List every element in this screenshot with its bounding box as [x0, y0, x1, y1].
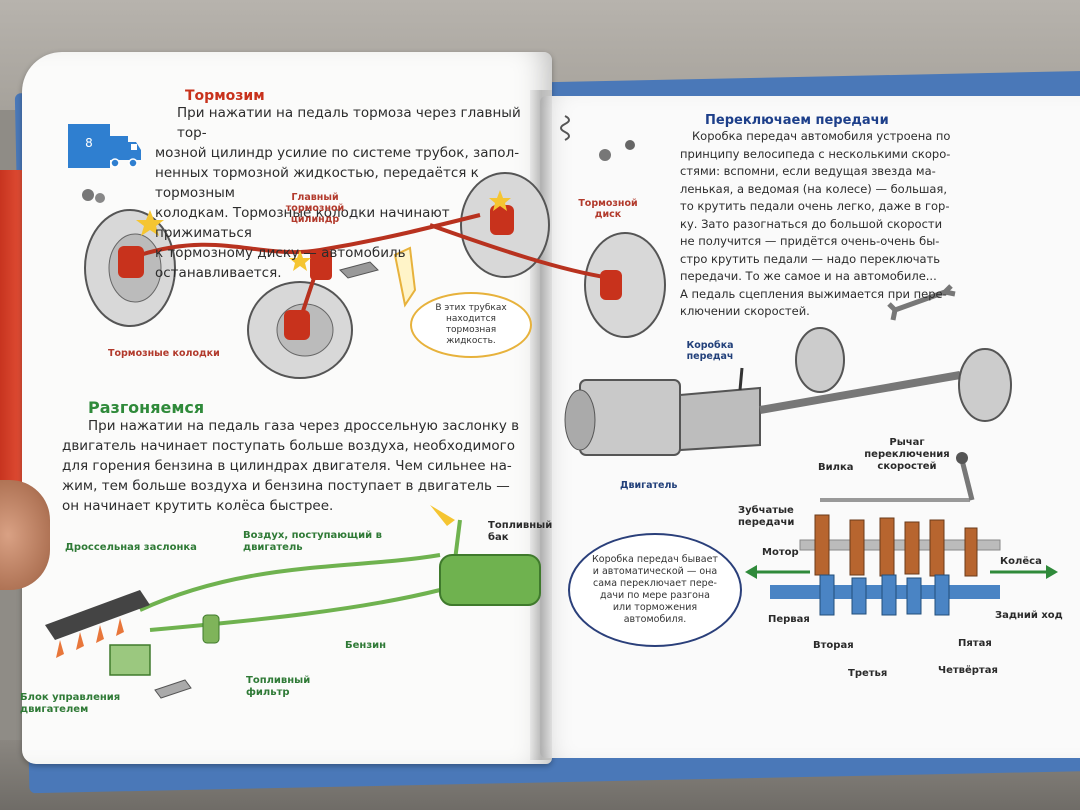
label-fuel-filter: Топливный фильтр — [246, 675, 311, 698]
gears-line: передачи. То же самое и на автомобиле... — [680, 269, 937, 283]
pressure-star-2 — [289, 250, 311, 271]
brake-caliper-fr — [490, 205, 514, 235]
label-gearbox: Коробка передач — [686, 340, 734, 362]
braking-heading: Тормозим — [185, 88, 265, 104]
gears-line: ленькая, а ведомая (на колесе) — большая… — [680, 181, 947, 196]
gears-line: А педаль сцепления выжимается при пере- — [680, 286, 947, 301]
accelerating-line: он начинает крутить колёса быстрее. — [62, 498, 334, 514]
label-engine: Двигатель — [620, 480, 678, 491]
air-intake-arrow — [430, 505, 455, 526]
braking-paragraph: При нажатии на педаль тормоза через глав… — [155, 103, 535, 283]
injector-flames — [56, 618, 124, 658]
label-gear-second: Вторая — [813, 640, 854, 651]
label-air-intake: Воздух, поступающий в двигатель — [243, 530, 382, 553]
brake-caliper-rl — [284, 310, 310, 340]
label-motor: Мотор — [762, 547, 799, 558]
accelerating-line: При нажатии на педаль газа через дроссел… — [88, 418, 520, 434]
intake-manifold — [45, 590, 150, 640]
accelerating-paragraph: При нажатии на педаль газа через дроссел… — [62, 416, 542, 516]
label-brake-disc: Тормозной диск — [578, 198, 638, 220]
accelerating-line: для горения бензина в цилиндрах двигател… — [62, 458, 512, 474]
pressure-star-3 — [489, 190, 511, 211]
fuel-filter — [202, 614, 220, 644]
drivetrain-illustration — [564, 327, 1012, 456]
layshaft — [799, 539, 1001, 551]
arrow-right-icon — [990, 565, 1058, 579]
label-brake-pads: Тормозные колодки — [108, 348, 220, 359]
label-throttle: Дроссельная заслонка — [65, 542, 197, 553]
label-petrol: Бензин — [345, 640, 387, 651]
label-master-cylinder: Главный тормозной цилиндр — [285, 192, 345, 225]
gear-stack-bottom — [819, 574, 950, 616]
gears-line: ключении скоростей. — [680, 304, 810, 318]
braking-line: мозной цилиндр усилие по системе трубок,… — [155, 145, 520, 161]
shift-lever — [959, 459, 975, 501]
braking-line: колодкам. Тормозные колодки начинают при… — [155, 205, 450, 241]
label-wheels: Колёса — [1000, 556, 1042, 567]
fuel-system-illustration — [45, 505, 541, 699]
accelerating-line: жим, тем больше воздуха и бензина поступ… — [62, 478, 510, 494]
accelerating-line: двигатель начинает поступать больше возд… — [62, 438, 516, 454]
pressure-star-1 — [136, 210, 164, 236]
truck-icon — [108, 136, 141, 168]
arrow-left-icon — [745, 565, 810, 579]
fuel-lines — [139, 519, 462, 632]
drive-wheel-right — [958, 348, 1012, 422]
label-shift-lever: Рычаг переключения скоростей — [864, 437, 950, 472]
master-cylinder — [310, 250, 332, 280]
braking-line: ненных тормозной жидкостью, передаётся к… — [155, 165, 479, 201]
label-gear-third: Третья — [848, 668, 888, 679]
brake-system-illustration — [84, 172, 666, 379]
label-fork: Вилка — [818, 462, 854, 473]
gears-line: принципу велосипеда с несколькими скоро- — [680, 146, 951, 161]
brake-fluid-bubble: В этих трубках находится тормозная жидко… — [410, 292, 532, 358]
braking-line: При нажатии на педаль тормоза через глав… — [177, 105, 521, 141]
label-gear-fifth: Пятая — [958, 638, 992, 649]
braking-line: к тормозному диску — автомобиль останавл… — [155, 245, 406, 281]
brake-pedal — [339, 261, 379, 279]
gearbox-housing — [679, 386, 761, 452]
wrench-icon — [887, 284, 956, 321]
brake-wheel-rear-right — [584, 232, 666, 338]
gears-line: стро крутить педали — надо переключать — [680, 251, 941, 266]
gear-diagram — [745, 452, 1058, 616]
small-parts-illustration — [82, 115, 956, 321]
gas-pedal — [154, 679, 192, 699]
label-gear-first: Первая — [768, 614, 810, 625]
brake-caliper-fl — [118, 246, 144, 278]
brake-caliper-rr — [600, 270, 622, 300]
automatic-gearbox-bubble: Коробка передач бывает и автоматической … — [568, 533, 742, 647]
brake-fluid-arrow — [393, 246, 417, 308]
engine-control-unit — [109, 644, 151, 676]
gears-line: ку. Зато разогнаться до большой скорости — [680, 216, 943, 231]
page-number-tab: 8 — [68, 124, 110, 168]
gears-line: стями: вспомни, если ведущая звезда ма- — [680, 164, 936, 178]
label-ecu: Блок управления двигателем — [20, 692, 121, 715]
gears-line: то крутить педали очень легко, даже в го… — [680, 199, 950, 213]
label-gear-teeth: Зубчатые передачи — [738, 505, 795, 528]
gears-heading: Переключаем передачи — [705, 113, 889, 128]
gears-paragraph: Коробка передач автомобиля устроена по п… — [680, 128, 980, 321]
label-fuel-tank: Топливный бак — [488, 520, 553, 543]
gears-line: Коробка передач автомобиля устроена по — [692, 129, 951, 143]
label-reverse: Задний ход — [995, 610, 1063, 621]
gears-line: не получится — придётся очень-очень бы- — [680, 234, 940, 248]
accelerating-heading: Разгоняемся — [88, 398, 205, 417]
drive-wheel-left — [795, 327, 845, 393]
page-number: 8 — [85, 136, 93, 150]
reader-finger — [0, 480, 50, 590]
drive-shaft — [759, 371, 961, 414]
fuel-tank — [439, 554, 541, 606]
label-gear-fourth: Четвёртая — [938, 665, 998, 676]
